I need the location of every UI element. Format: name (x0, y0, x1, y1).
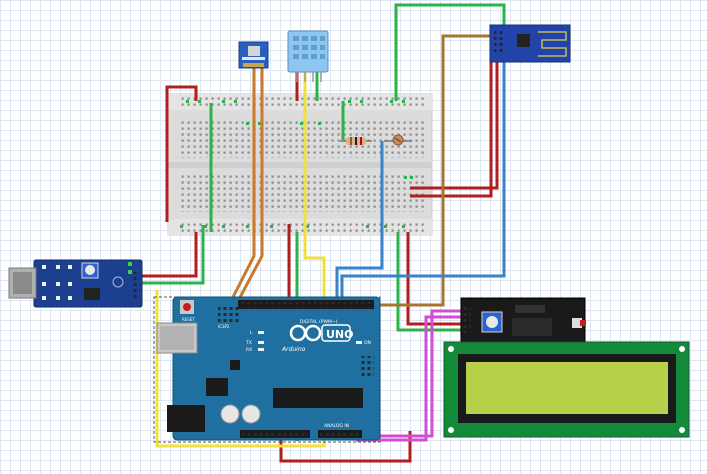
voltage-regulator (206, 378, 228, 396)
icsp-label: ICSP2 (218, 324, 230, 329)
icsp-header (218, 304, 240, 322)
pressure-sensor-module (238, 41, 269, 69)
wire-green-esp (394, 3, 506, 101)
led-label-l: L (250, 330, 253, 336)
digital-label: DIGITAL (PWM~) (300, 319, 338, 325)
sound-sensor-module (8, 259, 143, 308)
lcd-screen (466, 362, 668, 414)
wire-brown-esp (345, 34, 490, 307)
breadboard (167, 93, 433, 236)
wire-magenta-sda (356, 309, 463, 438)
wifi-module (489, 24, 571, 63)
bottom-power-rail (178, 222, 424, 232)
antenna-icon (538, 31, 567, 57)
sensor-chip (248, 46, 260, 56)
led-label-rx: RX (246, 347, 252, 353)
uno-logo-text: UNO (326, 328, 354, 341)
arduino-logo: UNO Arduino (281, 324, 354, 353)
temperature-humidity-sensor (287, 30, 329, 82)
wire-green-sensor-gnd (140, 225, 205, 285)
led-label-on: ON (364, 340, 371, 346)
arduino-brand-text: Arduino (281, 346, 306, 353)
wire-orange-bmp-1 (227, 68, 256, 306)
resistor (340, 137, 372, 145)
power-jack (167, 405, 205, 432)
reset-label: RESET (182, 317, 195, 322)
photoresistor (384, 134, 412, 146)
wire-magenta-scl (356, 315, 463, 442)
wifi-chip (517, 34, 530, 47)
wire-blue-sensor (335, 141, 384, 305)
wire-blue-esp (340, 62, 506, 305)
capacitor (220, 404, 240, 424)
wifi-module-header (494, 31, 504, 55)
top-power-rail (178, 97, 424, 107)
arduino-uno-board: RESET ICSP2 DIGITAL (PWM~) L TX RX ON UN… (153, 296, 381, 443)
wire-red-power (165, 85, 198, 222)
wire-red-lcd-vcc (406, 232, 463, 326)
bottom-terminal-strip (178, 172, 424, 212)
analog-label: ANALOG IN (324, 423, 349, 429)
icsp-header-main (360, 356, 374, 376)
i2c-lcd-adapter (460, 297, 586, 346)
lcd-display (443, 341, 690, 438)
capacitor (241, 404, 261, 424)
led-label-tx: TX (245, 340, 252, 346)
center-channel (168, 162, 432, 168)
wire-orange-bmp-2 (234, 68, 264, 306)
wire-red-sensor-power (140, 232, 198, 278)
microcontroller-chip (273, 388, 363, 408)
wire-green-lcd-gnd (396, 232, 463, 332)
